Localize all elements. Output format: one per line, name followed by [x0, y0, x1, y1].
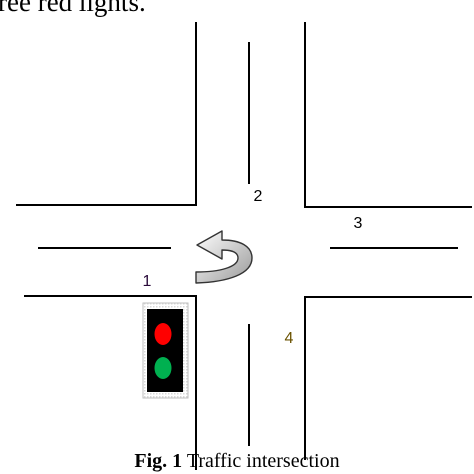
road-edge-bottom-right-corner — [304, 296, 472, 460]
figure-caption-text: Traffic intersection — [186, 450, 340, 472]
preceding-text-fragment: ree red lights. — [0, 0, 146, 17]
road-edges — [16, 22, 472, 470]
lane-label-4: 4 — [285, 330, 294, 347]
lane-dividers — [38, 42, 458, 446]
road-edge-top-right-corner — [304, 22, 472, 208]
road-edge-bottom-left-corner — [24, 295, 197, 470]
traffic-light — [142, 302, 189, 399]
lane-label-1: 1 — [143, 273, 152, 290]
traffic-light-housing — [147, 309, 183, 392]
figure-caption: Fig. 1 Traffic intersection — [0, 451, 474, 471]
u-turn-arrow-icon — [195, 230, 253, 284]
green-lamp — [154, 357, 172, 379]
road-edge-top-left-corner — [16, 22, 197, 206]
figure-label: Fig. 1 — [134, 450, 183, 472]
lane-label-2: 2 — [254, 188, 263, 205]
red-lamp — [154, 323, 172, 345]
lane-label-3: 3 — [354, 215, 363, 232]
